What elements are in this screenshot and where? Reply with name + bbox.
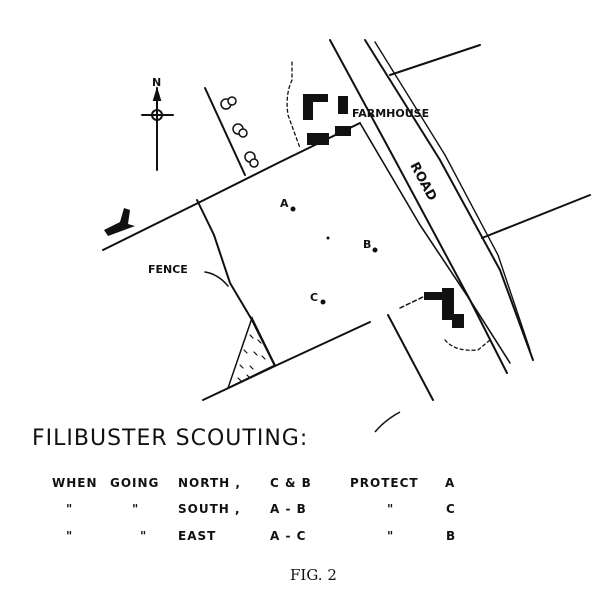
row-verb: " (387, 529, 395, 543)
row-word: GOING (110, 476, 160, 490)
center-dot (326, 236, 330, 240)
row-pair: A - C (270, 529, 307, 543)
point-a-dot (290, 206, 296, 212)
point-b-label: B (363, 238, 371, 251)
row-target: B (446, 529, 457, 543)
row-word: " (140, 529, 148, 543)
field-boundary-dashed (399, 296, 424, 309)
lower-drive (444, 339, 491, 351)
row-verb: PROTECT (350, 476, 419, 490)
point-c-dot (320, 299, 326, 305)
row-pair: A - B (270, 502, 307, 516)
farmhouse-label: FARMHOUSE (352, 107, 429, 120)
row-word: " (132, 502, 140, 516)
row-verb: " (387, 502, 395, 516)
point-c-label: C (310, 291, 318, 304)
farmhouse-building-icon (303, 94, 351, 145)
lower-building-icon (424, 288, 464, 328)
row-target: C (446, 502, 456, 516)
left-building-icon (104, 208, 135, 236)
pen-mark (374, 411, 401, 433)
row-word: " (66, 529, 74, 543)
fence-pointer (204, 271, 229, 287)
tree-strip-line (204, 87, 246, 176)
farmhouse-drive (286, 61, 301, 149)
fence-label: FENCE (148, 263, 188, 276)
point-a-label: A (280, 197, 289, 210)
trees-icon (220, 96, 259, 168)
compass-icon (141, 86, 174, 171)
hatched-plot (226, 316, 277, 390)
row-direction: SOUTH , (178, 502, 241, 516)
figure-number: FIG. 2 (290, 566, 337, 584)
compass-label: N (152, 76, 161, 89)
point-b-dot (372, 247, 378, 253)
row-word: WHEN (52, 476, 98, 490)
field-line-ne (389, 44, 481, 76)
field-line-e (481, 194, 591, 239)
row-target: A (445, 476, 456, 490)
row-direction: EAST (178, 529, 217, 543)
row-pair: C & B (270, 476, 312, 490)
field-line-se (387, 314, 434, 401)
road-label: ROAD (406, 160, 439, 204)
caption-title: FILIBUSTER SCOUTING: (32, 426, 309, 451)
row-direction: NORTH , (178, 476, 241, 490)
road (329, 39, 534, 374)
row-word: " (66, 502, 74, 516)
